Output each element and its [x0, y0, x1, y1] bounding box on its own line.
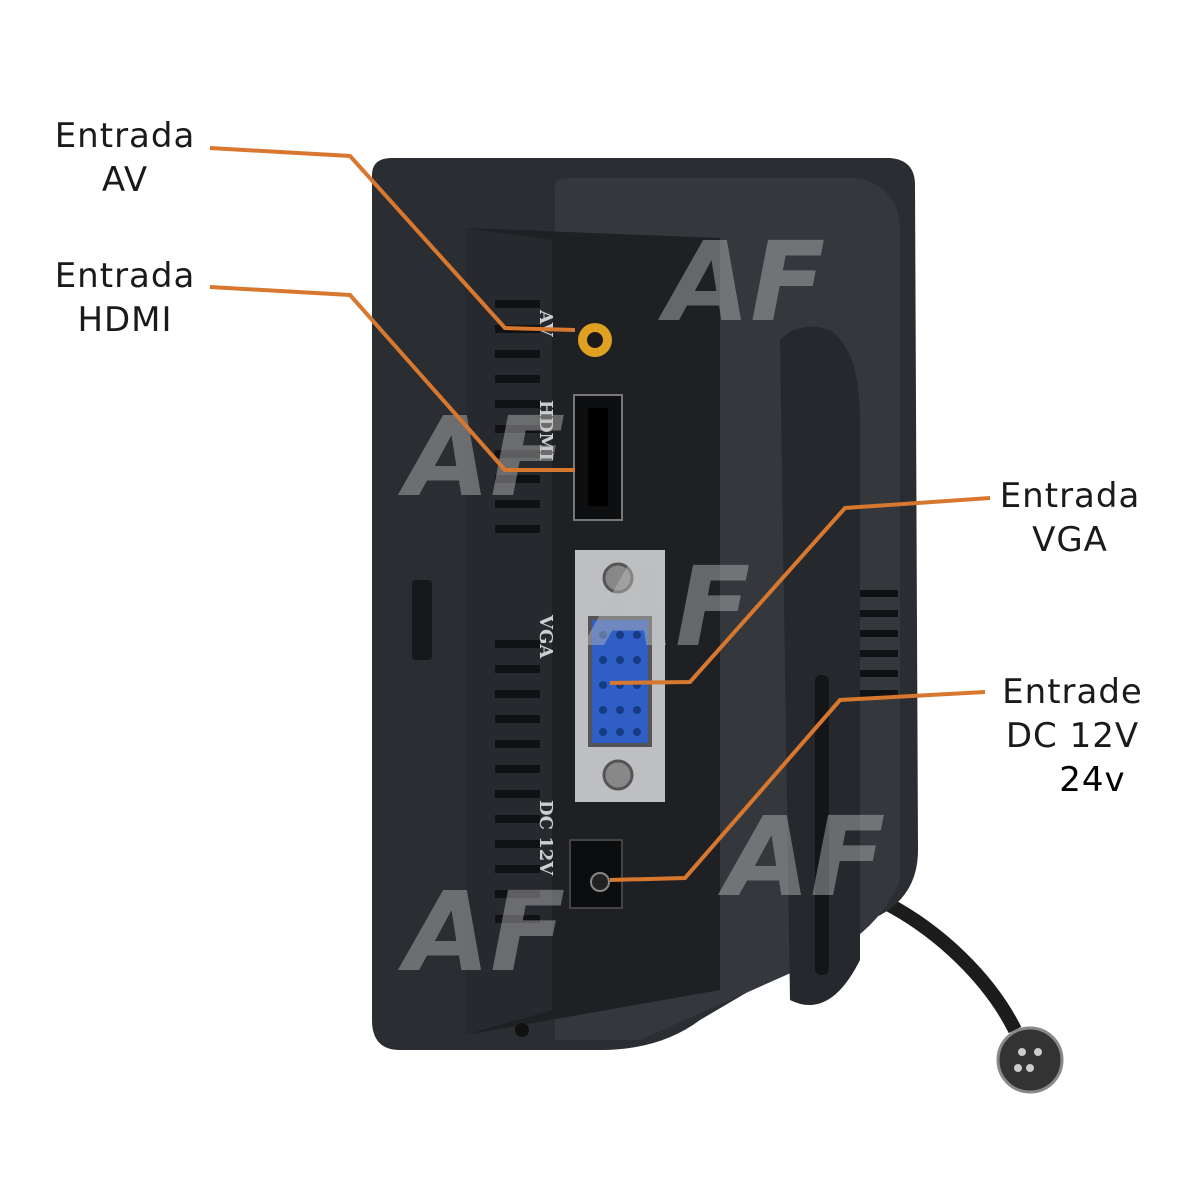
- port-label-av: AV: [535, 309, 556, 338]
- watermark-logo: AF: [717, 793, 885, 921]
- callout-av-line2: AV: [101, 160, 149, 200]
- port-label-dc: DC 12V: [535, 800, 556, 876]
- callout-dc: Entrade DC 12V 24v: [995, 670, 1150, 802]
- vent-slots: [495, 300, 898, 923]
- cable-connector: [996, 1026, 1064, 1094]
- callout-hdmi: Entrada HDMI: [50, 254, 200, 342]
- callout-av-line1: Entrada: [54, 116, 196, 156]
- callout-hdmi-line2: HDMI: [77, 300, 173, 340]
- callout-av: Entrada AV: [50, 114, 200, 202]
- callout-vga-line2: VGA: [1032, 520, 1108, 560]
- watermark-logo: AF: [657, 218, 825, 346]
- leader-line-dc: [609, 690, 986, 882]
- leader-lines: [209, 146, 991, 882]
- port-label-hdmi: HDMI: [535, 400, 556, 461]
- leader-line-av: [209, 146, 576, 332]
- callout-dc-line3: 24v: [1059, 760, 1126, 800]
- callout-dc-line1: Entrade: [1002, 672, 1143, 712]
- callout-vga-line1: Entrada: [999, 476, 1141, 516]
- leader-line-vga: [609, 496, 991, 685]
- power-cable: [876, 893, 1022, 1034]
- callout-hdmi-line1: Entrada: [54, 256, 196, 296]
- watermark-logo: AF: [397, 393, 565, 521]
- callout-dc-line2: DC 12V: [1005, 716, 1140, 756]
- side-slot: [412, 580, 432, 660]
- watermark-logo: AF: [582, 543, 750, 671]
- leader-line-hdmi: [209, 285, 575, 472]
- port-label-vga: VGA: [535, 614, 556, 659]
- callout-vga: Entrada VGA: [995, 474, 1145, 562]
- watermark-logo: AF: [397, 868, 565, 996]
